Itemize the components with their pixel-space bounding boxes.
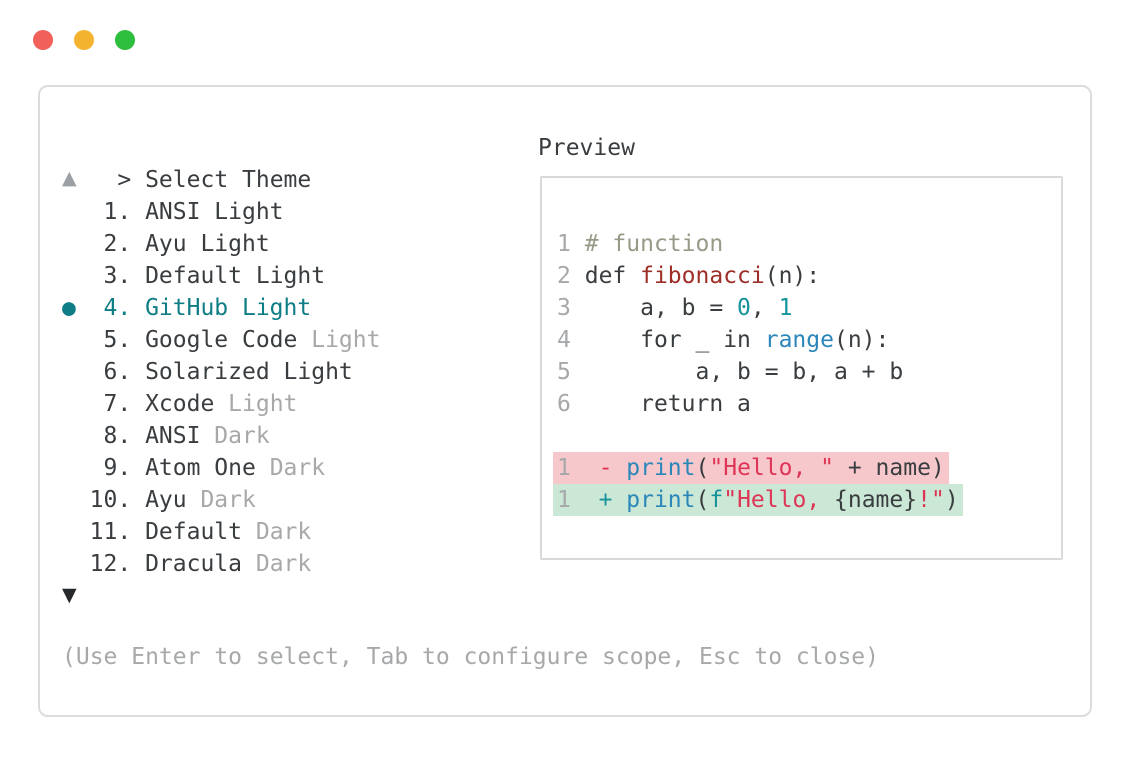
line-number: 4	[557, 327, 571, 353]
item-label: Ayu	[145, 487, 187, 513]
theme-list-item[interactable]: 7. Xcode Light	[62, 388, 380, 420]
item-label: Ayu Light	[145, 231, 270, 257]
code-line: 6 return a	[557, 391, 751, 417]
item-variant-label: Dark	[255, 455, 326, 481]
scroll-up-icon[interactable]: ▲	[62, 167, 77, 189]
code-line: 5 a, b = b, a + b	[557, 359, 904, 385]
help-text: (Use Enter to select, Tab to configure s…	[62, 644, 879, 670]
item-variant-label: Dark	[242, 519, 312, 545]
theme-list-item[interactable]: 11. Default Dark	[62, 516, 380, 548]
item-label: GitHub Light	[145, 295, 312, 321]
item-label: Default	[145, 519, 242, 545]
theme-list-item[interactable]: 2. Ayu Light	[62, 228, 380, 260]
item-number: 5.	[103, 327, 132, 353]
theme-list: 1. ANSI Light 2. Ayu Light 3. Default Light ● 4…	[62, 196, 380, 580]
close-button[interactable]	[33, 30, 53, 50]
selected-item-bullet-icon: ●	[62, 295, 76, 321]
line-number: 1	[557, 231, 571, 257]
code-line: 1 + print(f"Hello, {name}!")	[553, 484, 1061, 516]
line-number: 1	[557, 455, 571, 481]
code-block: 1 # function 2 def fibonacci(n): 3 a, b = …	[553, 228, 1061, 516]
preview-title: Preview	[538, 135, 635, 161]
theme-list-item[interactable]: 1. ANSI Light	[62, 196, 380, 228]
theme-list-item[interactable]: 10. Ayu Dark	[62, 484, 380, 516]
item-label: ANSI Light	[145, 199, 284, 225]
item-label: Google Code	[145, 327, 298, 353]
line-number: 6	[557, 391, 571, 417]
item-variant-label: Dark	[186, 487, 256, 513]
item-number: 8.	[103, 423, 132, 449]
item-number: 6.	[103, 359, 132, 385]
item-label: Xcode	[145, 391, 215, 417]
item-number: 1.	[103, 199, 132, 225]
theme-list-item[interactable]: 6. Solarized Light	[62, 356, 380, 388]
preview-box: 1 # function 2 def fibonacci(n): 3 a, b = …	[540, 176, 1063, 560]
zoom-button[interactable]	[115, 30, 135, 50]
theme-picker-window: > Select Theme ▲ 1. ANSI Light 2. Ayu Light 3…	[38, 85, 1092, 717]
line-number: 3	[557, 295, 571, 321]
code-line: 2 def fibonacci(n):	[557, 263, 821, 289]
theme-list-item[interactable]: 12. Dracula Dark	[62, 548, 380, 580]
item-number: 12.	[89, 551, 132, 577]
scroll-down-icon[interactable]: ▼	[62, 584, 77, 606]
window-controls	[33, 30, 135, 50]
item-variant-label: Light	[297, 327, 381, 353]
item-number: 10.	[89, 487, 132, 513]
theme-list-item[interactable]: ● 4. GitHub Light	[62, 292, 380, 324]
line-number: 1	[557, 487, 571, 513]
theme-list-item[interactable]: 3. Default Light	[62, 260, 380, 292]
item-label: ANSI	[145, 423, 201, 449]
page-title: Select Theme	[145, 167, 312, 193]
theme-list-item[interactable]: 8. ANSI Dark	[62, 420, 380, 452]
item-number: 2.	[103, 231, 132, 257]
item-variant-label: Dark	[242, 551, 312, 577]
item-number: 9.	[103, 455, 132, 481]
item-label: Dracula	[145, 551, 242, 577]
prompt-line: > Select Theme	[62, 132, 311, 228]
prompt-chevron-icon: >	[117, 167, 132, 193]
item-label: Default Light	[145, 263, 326, 289]
item-variant-label: Dark	[200, 423, 270, 449]
theme-list-item[interactable]: 9. Atom One Dark	[62, 452, 380, 484]
theme-list-item[interactable]: 5. Google Code Light	[62, 324, 381, 356]
code-line: 1 # function	[557, 231, 724, 257]
item-number: 11.	[89, 519, 132, 545]
code-line: 1 - print("Hello, " + name)	[553, 452, 1061, 484]
item-label: Atom One	[145, 455, 256, 481]
code-line: 4 for _ in range(n):	[557, 327, 890, 353]
item-variant-label: Light	[214, 391, 298, 417]
line-number: 5	[557, 359, 571, 385]
item-label: Solarized Light	[145, 359, 353, 385]
item-number: 4.	[103, 295, 132, 321]
item-number: 3.	[103, 263, 132, 289]
minimize-button[interactable]	[74, 30, 94, 50]
code-line: 3 a, b = 0, 1	[557, 295, 793, 321]
line-number: 2	[557, 263, 571, 289]
code-line	[557, 420, 1061, 452]
item-number: 7.	[103, 391, 132, 417]
